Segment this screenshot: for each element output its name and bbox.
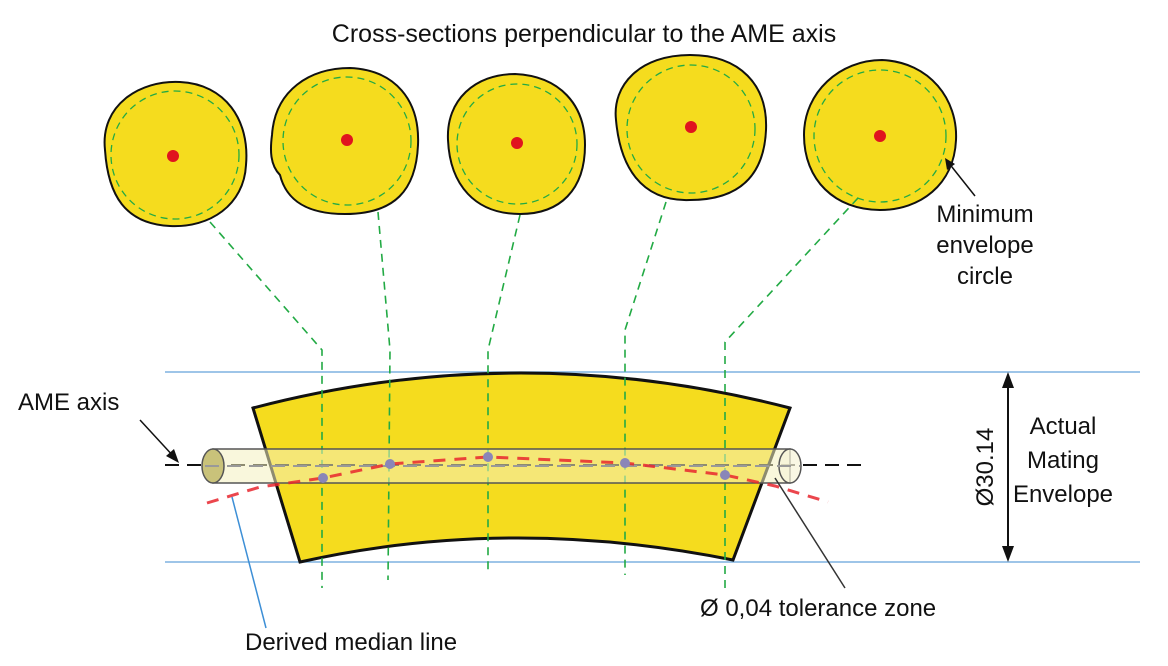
- cross-section-5: [802, 58, 958, 212]
- min-envelope-label-2: envelope: [936, 232, 1033, 259]
- center-dot: [685, 121, 697, 133]
- median-point: [483, 452, 493, 462]
- min-envelope-leader: [947, 161, 976, 197]
- ame-label-line-2: Mating: [1027, 447, 1099, 474]
- median-point: [620, 458, 630, 468]
- center-dot: [167, 150, 179, 162]
- section-leaders: [209, 197, 859, 588]
- min-envelope-label-3: circle: [957, 263, 1013, 290]
- tolerance-cylinder: [201, 448, 802, 484]
- center-dot: [511, 137, 523, 149]
- derived-median-label: Derived median line: [245, 629, 457, 656]
- cross-section-4: [614, 53, 768, 202]
- center-dot: [874, 130, 886, 142]
- tolerance-leader: [774, 477, 846, 589]
- ame-label-line-3: Envelope: [1013, 481, 1113, 508]
- median-point: [385, 459, 395, 469]
- cross-sections: [103, 53, 958, 228]
- median-leader: [231, 496, 267, 629]
- diagram-title: Cross-sections perpendicular to the AME …: [332, 20, 836, 48]
- ame-label-line-1: Actual: [1030, 413, 1097, 440]
- center-dot: [341, 134, 353, 146]
- median-point: [720, 470, 730, 480]
- ame-axis-leader: [139, 419, 176, 459]
- tolerance-zone-label: Ø 0,04 tolerance zone: [700, 595, 936, 622]
- cross-section-3: [446, 72, 587, 216]
- cross-section-1: [103, 80, 248, 228]
- arrowhead-icon: [945, 158, 955, 170]
- arrowhead-icon: [166, 449, 179, 463]
- diameter-dimension: Ø30.14: [972, 372, 1014, 562]
- min-envelope-label-1: Minimum: [936, 201, 1033, 228]
- median-points: [318, 452, 730, 483]
- ame-axis-label: AME axis: [18, 389, 119, 416]
- median-point: [318, 473, 328, 483]
- derived-median-line: [206, 455, 829, 505]
- diameter-value: Ø30.14: [972, 428, 999, 507]
- cross-section-2: [270, 66, 420, 216]
